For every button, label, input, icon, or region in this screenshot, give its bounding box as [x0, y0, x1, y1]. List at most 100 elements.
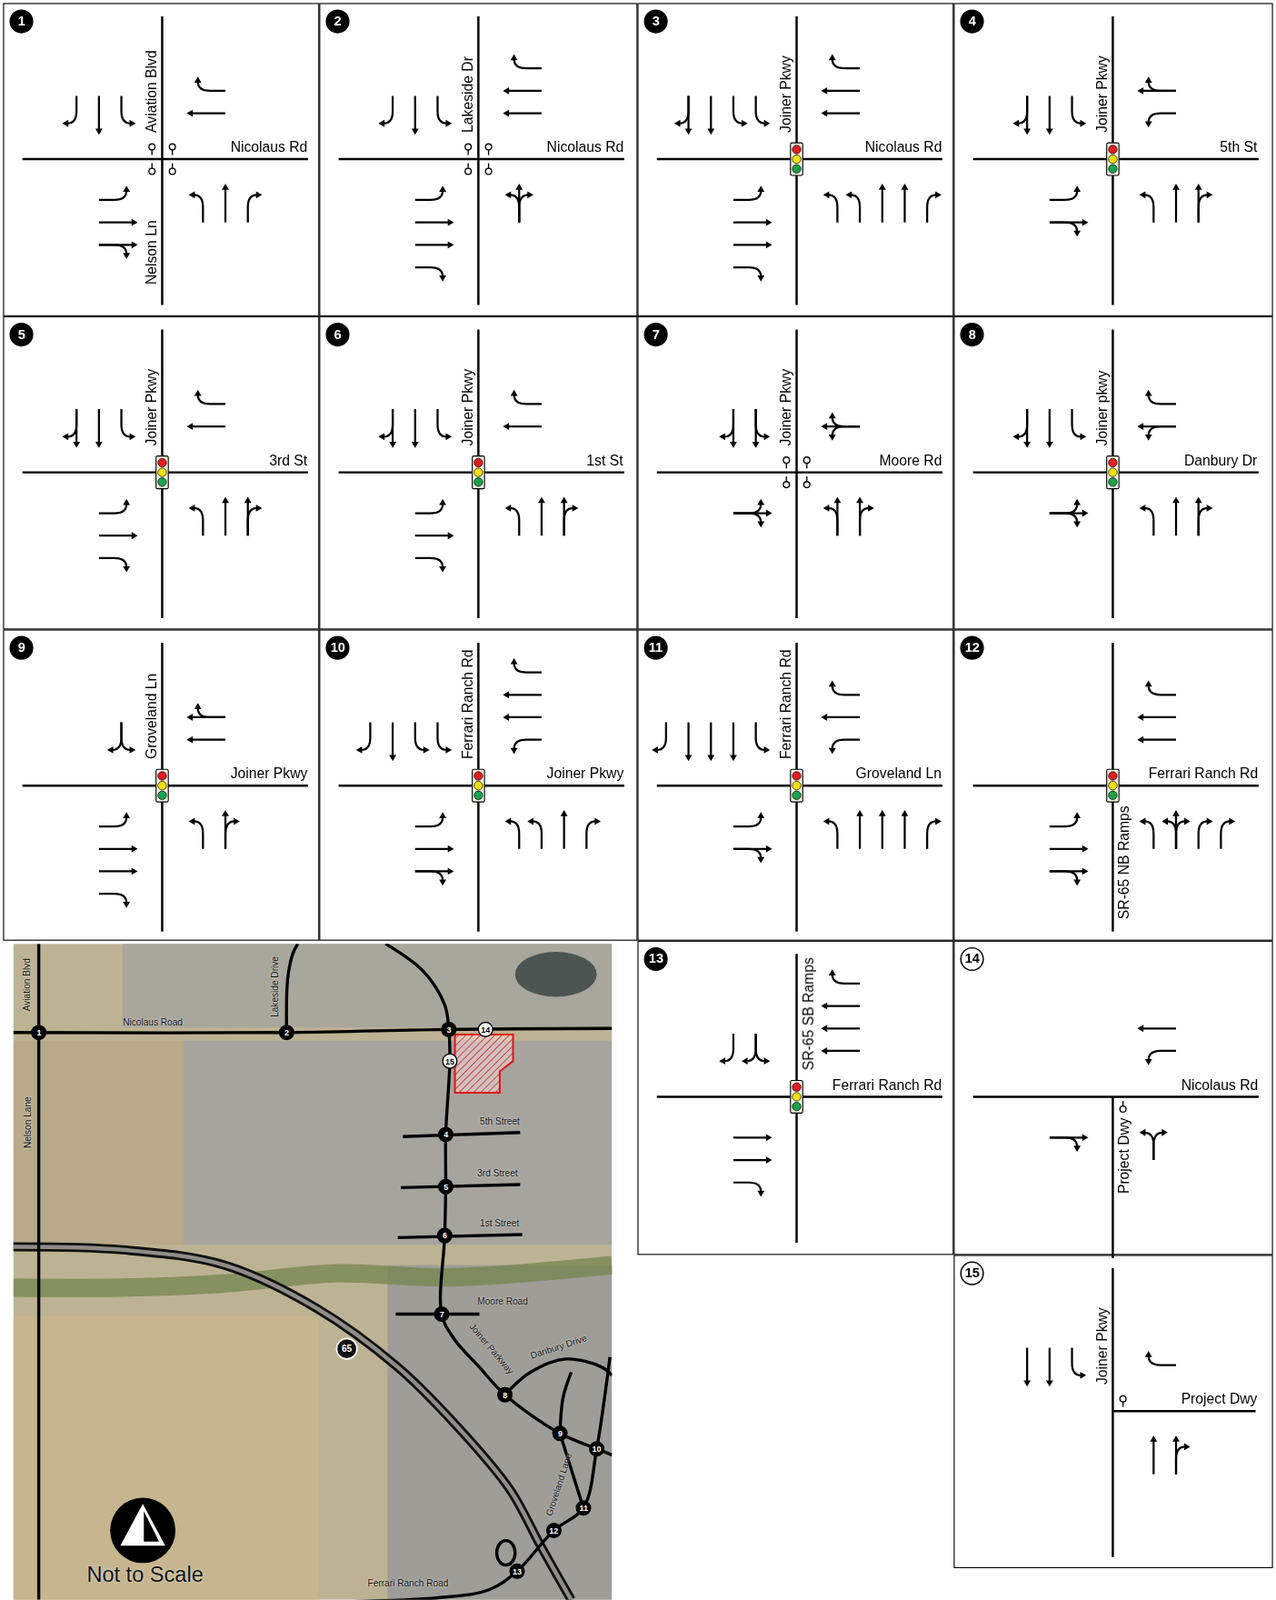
lane-arrow-head — [388, 441, 397, 449]
street-name: Lakeside Drive — [269, 956, 281, 1017]
lane-arrow-shaft — [415, 534, 449, 537]
signal-light — [792, 1082, 801, 1091]
lane-arrow-shaft — [248, 508, 258, 536]
traffic-signal-symbol — [1106, 456, 1119, 489]
lane-arrow-shaft — [1148, 1050, 1177, 1060]
lane-arrow — [733, 811, 765, 827]
street-name: Joiner Pkwy — [777, 55, 794, 133]
lane-arrow-shaft — [826, 1049, 860, 1052]
lane-arrow-shaft — [98, 95, 100, 130]
lane-arrow — [820, 1046, 860, 1055]
road-line — [22, 158, 309, 160]
lane-arrow — [1149, 1435, 1157, 1475]
lane-arrow-shaft — [724, 408, 734, 437]
lane-arrow — [1145, 680, 1177, 696]
lane-arrow-shaft — [415, 558, 443, 568]
lane-arrow — [1198, 817, 1214, 849]
lane-arrow — [505, 504, 520, 536]
lane-arrow-shaft — [514, 59, 542, 69]
lane-arrow-shaft — [99, 503, 127, 513]
lane-arrow — [189, 504, 204, 536]
road-line — [795, 329, 798, 619]
signal-light — [792, 154, 801, 163]
lane-arrow — [248, 190, 263, 222]
lane-arrow — [1046, 408, 1054, 449]
stop-sign-post — [806, 476, 808, 482]
lane-arrow-head — [186, 109, 193, 118]
lane-arrow-head — [1206, 190, 1214, 199]
lane-arrow-shaft — [827, 820, 838, 848]
lane-arrow — [1136, 76, 1177, 95]
lane-arrow-shaft — [827, 508, 838, 536]
lane-arrow-head — [757, 185, 765, 192]
intersection-panel: 4Joiner Pkwy5th St — [953, 2, 1273, 317]
callout-badge — [960, 323, 984, 347]
lane-arrow-shaft — [1176, 820, 1186, 848]
lane-arrow — [1012, 95, 1031, 135]
stop-sign-post — [171, 149, 173, 156]
callout-badge — [644, 9, 668, 33]
lane-arrow-head — [1145, 680, 1153, 688]
lane-arrow-shaft — [415, 722, 425, 750]
lane-arrow-shaft — [858, 815, 861, 849]
signal-light — [474, 780, 483, 789]
stop-sign-symbol — [783, 476, 790, 488]
lane-arrow-head — [718, 1056, 726, 1065]
lane-arrow-head — [1172, 809, 1180, 817]
lane-arrow-head — [1073, 185, 1081, 192]
stop-sign-symbol — [803, 457, 810, 469]
lane-arrow-shaft — [415, 267, 443, 277]
lane-arrow-head — [122, 185, 130, 192]
lane-arrow-shaft — [508, 89, 542, 92]
lane-arrow-head — [356, 746, 363, 754]
lane-arrow — [685, 722, 693, 762]
lane-arrow — [733, 267, 765, 282]
lane-arrow-head — [828, 680, 837, 688]
lane-arrow-head — [1161, 817, 1168, 826]
lane-arrow-head — [1082, 845, 1089, 853]
lane-arrow — [878, 809, 887, 849]
intersection-drawing — [954, 941, 1274, 1257]
lane-arrow-head — [1073, 811, 1081, 818]
callout-number: 1 — [36, 1027, 41, 1037]
lane-arrow-head — [189, 190, 196, 199]
street-name: Ferrari Ranch Road — [368, 1577, 449, 1589]
lane-arrow-head — [502, 109, 509, 118]
lane-arrow-shaft — [756, 95, 766, 123]
stop-sign-post — [171, 163, 173, 170]
traffic-signal-symbol — [790, 768, 803, 802]
lane-arrow — [502, 422, 542, 430]
lane-arrow-head — [505, 190, 512, 199]
lane-arrow-head — [1012, 119, 1019, 128]
lane-arrow — [1195, 183, 1214, 223]
street-name: Aviation Blvd — [142, 49, 160, 133]
north-arrow — [119, 1503, 165, 1546]
lane-arrow-head — [438, 878, 447, 886]
intersection-drawing — [638, 317, 956, 631]
lane-arrow — [437, 722, 452, 754]
lane-arrow-shaft — [1153, 1132, 1163, 1160]
lane-arrow-shaft — [657, 722, 667, 750]
lane-arrow-shaft — [198, 707, 226, 718]
lane-arrow-shaft — [224, 189, 227, 223]
lane-arrow-head — [502, 690, 509, 698]
lane-arrow-head — [1139, 504, 1147, 512]
map-marker — [576, 1500, 591, 1516]
stop-sign-face — [149, 143, 156, 150]
lane-arrow-shaft — [99, 534, 133, 537]
lane-arrow-head — [1139, 817, 1147, 826]
stop-sign-symbol — [1119, 1395, 1127, 1406]
road-line — [37, 943, 40, 1600]
lane-arrow — [415, 531, 455, 539]
lane-arrow-head — [131, 845, 139, 853]
lane-arrow — [1072, 1347, 1087, 1379]
callout-badge — [960, 1261, 984, 1285]
road-line — [1111, 1096, 1114, 1257]
lane-arrow-head — [729, 441, 738, 449]
lane-arrow-head — [651, 746, 658, 754]
lane-arrow — [1139, 504, 1155, 536]
lane-arrow-head — [685, 755, 693, 762]
lane-arrow-head — [820, 87, 828, 95]
lane-arrow — [878, 183, 887, 223]
lane-arrow-head — [1145, 121, 1153, 129]
